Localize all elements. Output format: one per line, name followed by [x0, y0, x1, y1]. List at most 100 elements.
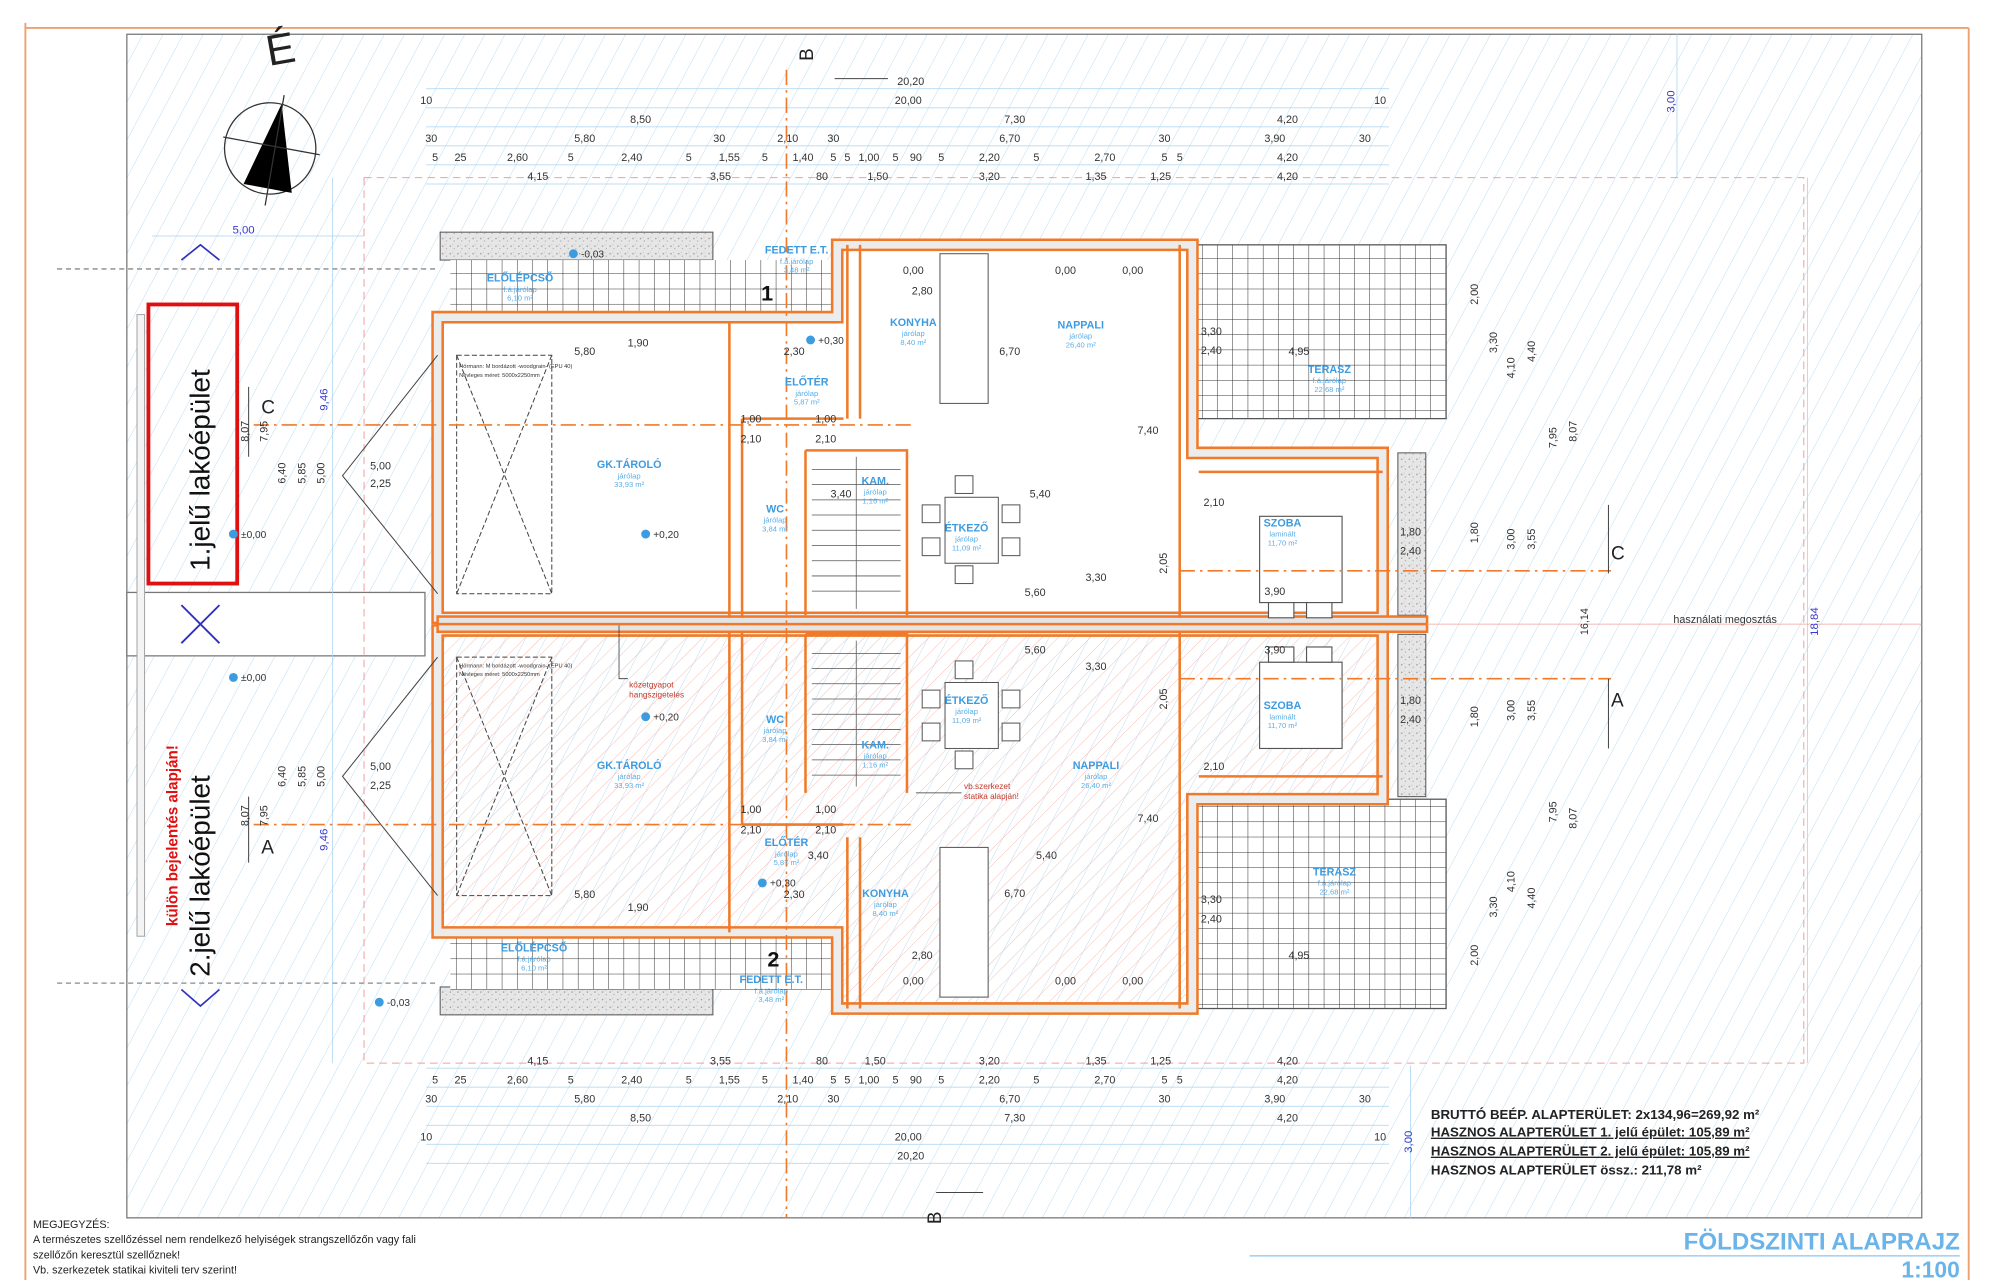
dimension-label: 20,20 — [897, 76, 924, 88]
dimension-label: 4,95 — [1288, 346, 1309, 358]
room-area: 8,40 m² — [900, 338, 926, 347]
garage-door-note: Hörmann: M bordázott -woodgrain- (EPU 40… — [459, 364, 572, 370]
section-a-right: A — [1611, 691, 1624, 712]
room-name: GK.TÁROLÓ — [597, 759, 662, 772]
dimension-label: 8,07 — [1568, 421, 1580, 442]
net-area-total: HASZNOS ALAPTERÜLET össz.: 211,78 m² — [1431, 1163, 1702, 1178]
gravel-strip — [1397, 452, 1427, 616]
dimension-label: 0,00 — [903, 265, 924, 277]
walls — [431, 238, 1429, 1015]
overall-depth: 18,84 — [1809, 607, 1821, 636]
room-name: ELŐTÉR — [765, 836, 809, 849]
arrow-marker-icon — [180, 243, 220, 1008]
dimension-label: 6,70 — [999, 346, 1020, 358]
unit-2-floor — [437, 630, 1383, 1009]
room-name: NAPPALI — [1073, 760, 1119, 772]
room-area: 22,68 m² — [1314, 385, 1344, 394]
left-dim-top: 9,46 — [318, 389, 330, 411]
room-area: 5,87 m² — [774, 858, 800, 867]
dimension-label: 3,30 — [1201, 326, 1222, 338]
dimension-label: 1,00 — [740, 413, 761, 425]
setback-top: 3,00 — [1665, 90, 1677, 112]
terrace-1 — [1191, 244, 1447, 420]
dimension-label: 4,20 — [1277, 1112, 1298, 1124]
party-wall-strip — [126, 591, 426, 657]
dimension-label: 5 — [1177, 1074, 1183, 1086]
dimension-label: 5,80 — [574, 1093, 595, 1105]
room-floor: járólap — [863, 488, 887, 497]
sheet-frame — [24, 22, 1970, 1280]
dimension-label: 2,40 — [621, 152, 642, 164]
level-marker-icon — [806, 335, 816, 345]
dimension-label: 30 — [425, 133, 437, 145]
dimension-label: 3,30 — [1086, 661, 1107, 673]
dimension-label: 2,20 — [979, 152, 1000, 164]
dimension-label: 8,07 — [1568, 808, 1580, 829]
net-area-1: HASZNOS ALAPTERÜLET 1. jelű épület: 105,… — [1431, 1125, 1750, 1140]
room-area: 3,48 m² — [784, 266, 810, 275]
room-name: NAPPALI — [1058, 320, 1104, 332]
room-area: 8,40 m² — [873, 909, 899, 918]
notes-line: A természetes szellőzéssel nem rendelkez… — [33, 1234, 416, 1246]
dimension-label: 4,20 — [1277, 152, 1298, 164]
room-name: FEDETT E.T. — [740, 974, 803, 986]
dimension-label: 5,40 — [1030, 488, 1051, 500]
dimension-label: 5,00 — [370, 761, 391, 773]
dimension-label: 2,40 — [1400, 714, 1421, 726]
room-floor: járólap — [617, 772, 641, 781]
room-area: 26,40 m² — [1066, 341, 1096, 350]
room-name: GK.TÁROLÓ — [597, 458, 662, 471]
notes-line: Vb. szerkezetek statikai kiviteli terv s… — [33, 1265, 237, 1277]
dimension-label: 2,40 — [621, 1074, 642, 1086]
dimension-label: 3,00 — [1506, 700, 1518, 721]
dimension-label: 90 — [910, 1074, 922, 1086]
building-number-2: 2 — [767, 947, 779, 972]
room-area: 22,68 m² — [1319, 887, 1349, 896]
drawing-scale: 1:100 — [1901, 1256, 1959, 1280]
level-marker-icon — [568, 249, 578, 259]
dimension-label: 4,40 — [1526, 888, 1538, 909]
gravel-strip — [439, 986, 714, 1016]
terrace-2 — [1191, 798, 1447, 1010]
dimension-label: 1,90 — [628, 337, 649, 349]
dimension-label: 2,40 — [1201, 345, 1222, 357]
dimension-label: 2,10 — [815, 824, 836, 836]
dimension-label: 3,20 — [979, 171, 1000, 183]
front-steps-2 — [450, 932, 838, 990]
building-1-highlight-box — [146, 302, 240, 586]
room-floor: laminált — [1269, 712, 1296, 721]
dimension-label: 7,95 — [259, 421, 271, 442]
drawing-title: FÖLDSZINTI ALAPRAJZ — [1684, 1229, 1960, 1256]
dimension-label: 1,25 — [1150, 171, 1171, 183]
dimension-label: 2,10 — [815, 434, 836, 446]
section-b-top: B — [797, 48, 818, 61]
dimension-label: 1,80 — [1400, 695, 1421, 707]
dimension-label: 3,30 — [1488, 897, 1500, 918]
dimension-label: 1,50 — [865, 1055, 886, 1067]
room-area: 11,70 m² — [1268, 538, 1298, 547]
dimension-label: 3,40 — [831, 488, 852, 500]
dimension-label: 4,10 — [1506, 871, 1518, 892]
usage-split-label: használati megosztás — [1673, 614, 1777, 626]
dimension-label: 1,35 — [1086, 1055, 1107, 1067]
dimension-label: 20,00 — [895, 95, 922, 107]
dimension-label: 8,50 — [630, 114, 651, 126]
dimension-label: 2,10 — [1203, 497, 1224, 509]
dimension-label: 1,00 — [740, 804, 761, 816]
dimension-label: 2,20 — [979, 1074, 1000, 1086]
room-name: ELŐTÉR — [785, 376, 829, 389]
north-arrow-icon — [223, 95, 320, 206]
dimension-label: 1,35 — [1086, 171, 1107, 183]
room-area: 6,10 m² — [521, 963, 547, 972]
dimension-label: 10 — [420, 1131, 432, 1143]
dimension-label: 2,00 — [1469, 284, 1481, 305]
dimension-label: 5 — [938, 1074, 944, 1086]
dining-table-2 — [921, 660, 1021, 770]
dimension-label: 6,70 — [999, 1093, 1020, 1105]
bed-2 — [1259, 646, 1343, 750]
dimension-label: 2,40 — [1400, 545, 1421, 557]
dimension-label: 4,20 — [1277, 1074, 1298, 1086]
level-marker: -0,03 — [387, 998, 410, 1009]
dimension-label: 10 — [1374, 1131, 1386, 1143]
